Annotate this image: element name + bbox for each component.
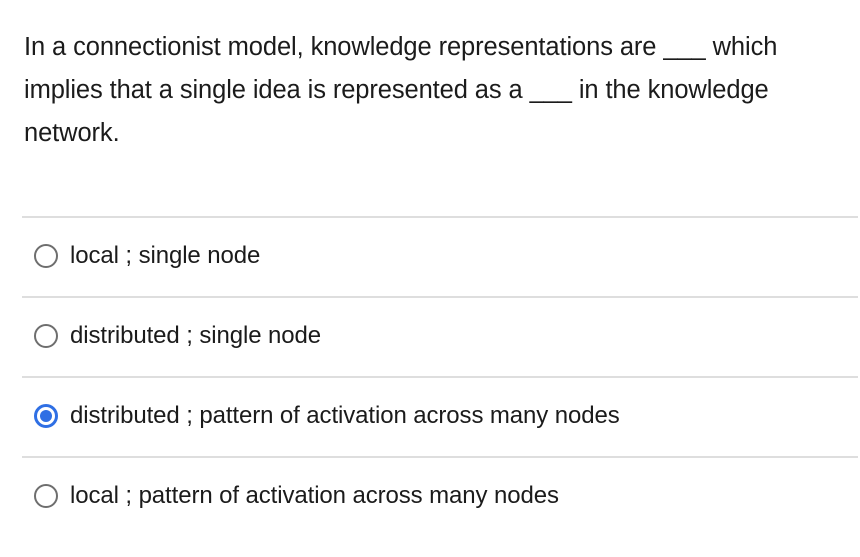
answer-option-label-2: distributed ; single node <box>70 322 322 349</box>
answer-options-list: local ; single node distributed ; single… <box>0 216 860 536</box>
radio-button-icon-2[interactable] <box>34 324 58 348</box>
answer-option-row-3[interactable]: distributed ; pattern of activation acro… <box>0 376 860 456</box>
answer-option-label-4: local ; pattern of activation across man… <box>70 482 559 509</box>
question-stem: In a connectionist model, knowledge repr… <box>24 33 785 147</box>
answer-option-label-1: local ; single node <box>70 242 261 269</box>
answer-option-row-4[interactable]: local ; pattern of activation across man… <box>0 456 860 536</box>
answer-option-row-2[interactable]: distributed ; single node <box>0 296 860 376</box>
radio-button-icon-1[interactable] <box>34 244 58 268</box>
radio-dot <box>40 410 52 422</box>
answer-option-label-3: distributed ; pattern of activation acro… <box>70 402 620 429</box>
answer-option-row-1[interactable]: local ; single node <box>0 216 860 296</box>
option-divider <box>22 216 858 218</box>
option-divider <box>22 296 858 298</box>
radio-button-icon-3[interactable] <box>34 404 58 428</box>
radio-button-icon-4[interactable] <box>34 484 58 508</box>
option-divider <box>22 376 858 378</box>
option-divider <box>22 456 858 458</box>
